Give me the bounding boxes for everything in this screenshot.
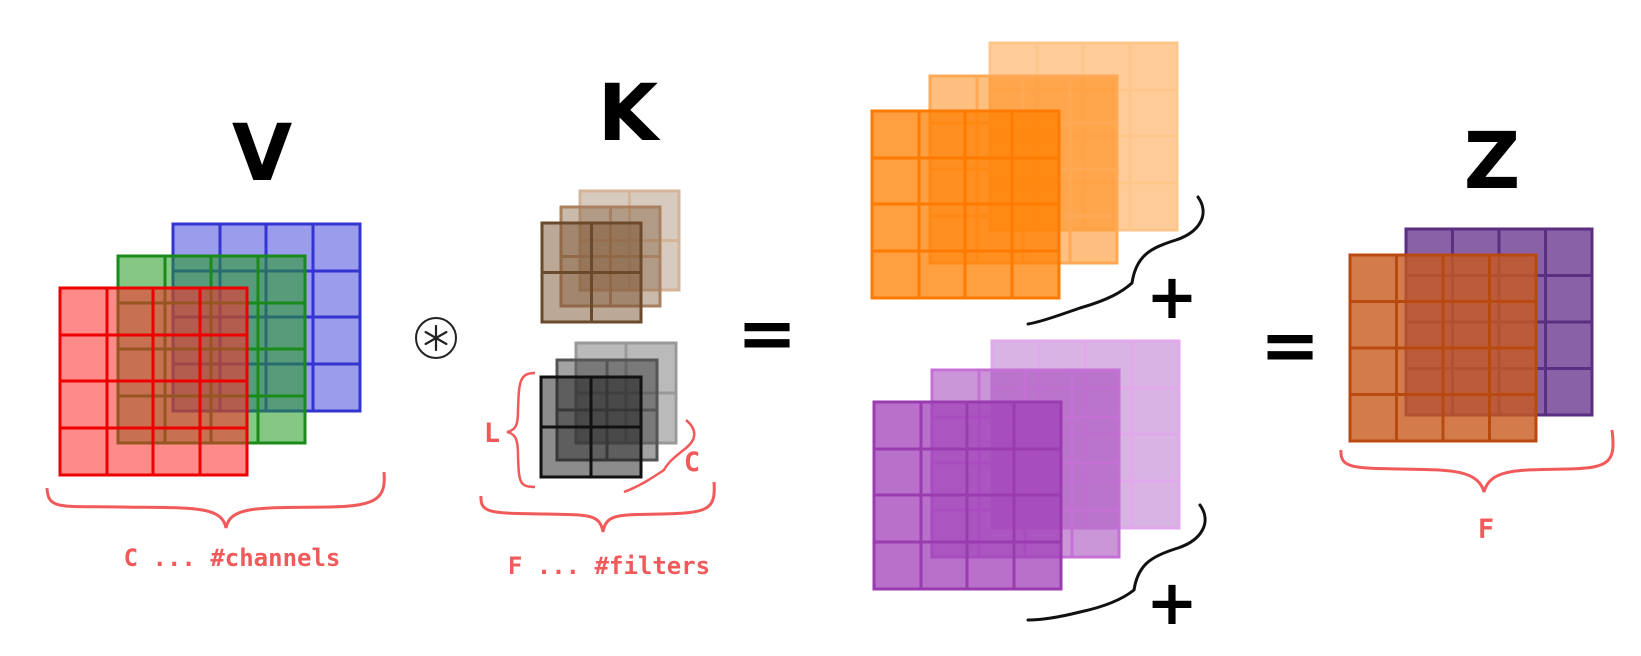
equals-sign-2: = [1260,303,1320,387]
plus-sign-2: + [1146,566,1198,639]
input-channel-red [58,286,249,477]
output-volume [1348,227,1594,443]
convolution-operator [424,324,448,352]
channels-label: C ... #channels [124,544,341,572]
kernel-channels-brace [623,419,696,494]
kernel-channels-label: C [684,447,700,478]
plus-sign-1: + [1146,260,1198,333]
output-filters-label: F [1478,514,1494,545]
k-label: K [598,69,661,159]
v-label: V [232,109,292,199]
channels-brace [45,471,386,529]
partial-sum-brace-2 [1026,503,1207,622]
filters-brace [479,481,716,533]
kernel-height-label: L [484,418,500,449]
partial-sum-filter-2 [872,339,1181,591]
output-channel-orange [1348,253,1538,443]
input-volume [58,222,362,477]
output-filters-brace [1339,429,1615,493]
convolution-operator-ring [415,317,457,359]
partial-sum-filter-1 [870,41,1179,300]
partial-sum-brace-1 [1026,195,1205,326]
filter-1 [540,189,681,324]
equals-sign-1: = [737,291,797,375]
kernel-height-brace [506,371,536,489]
filters-label: F ... #filters [508,552,710,580]
filter-2 [539,341,678,479]
z-label: Z [1464,117,1521,207]
